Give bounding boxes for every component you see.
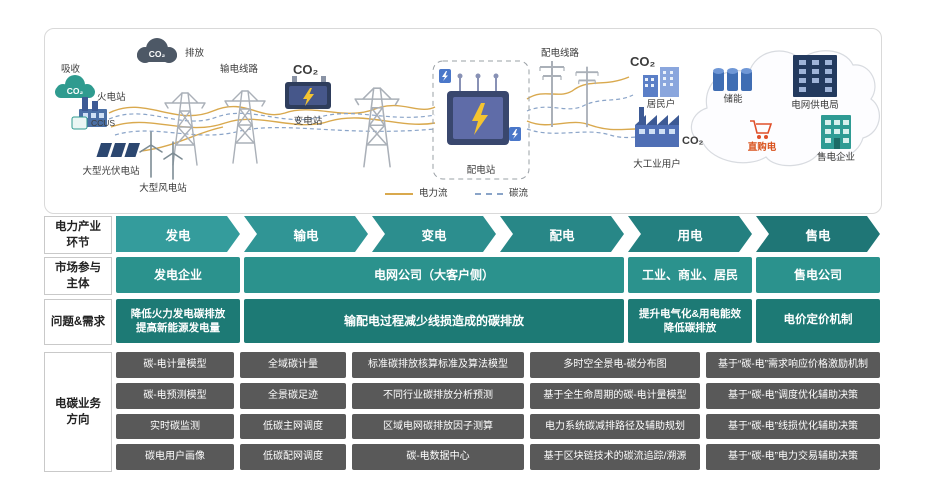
business-cell: 电力系统碳减排路径及辅助规划 xyxy=(530,413,700,440)
business-cell: 碳-电预测模型 xyxy=(116,382,234,409)
business-cell: 区域电网碳排放因子测算 xyxy=(352,413,524,440)
carbon-flow-legend-line xyxy=(475,193,503,195)
carbon-flow-lines xyxy=(108,94,640,139)
industrial-co2-text: CO₂ xyxy=(682,135,704,147)
bureau-label: 电网供电局 xyxy=(791,100,839,111)
business-cell: 低碳配网调度 xyxy=(240,444,346,470)
thermal-plant-icon xyxy=(79,97,107,127)
substation-label: 变电站 xyxy=(293,116,323,127)
business-cell: 全域碳计量 xyxy=(240,352,346,378)
distribution-line-label: 配电线路 xyxy=(541,48,580,59)
distribution-station-box xyxy=(432,60,530,180)
transmission-co2-text: CO₂ xyxy=(293,62,319,77)
transmission-tower-icon xyxy=(224,90,266,164)
business-cell: 基于“碳-电”调度优化辅助决策 xyxy=(706,382,880,409)
business-cell: 碳电用户画像 xyxy=(116,444,234,470)
need-grid: 输配电过程减少线损造成的碳排放 xyxy=(244,299,624,343)
participant-generation-companies: 发电企业 xyxy=(116,257,240,293)
business-cell: 基于全生命周期的碳-电计量模型 xyxy=(530,382,700,409)
participant-industry-commerce-residents: 工业、商业、居民 xyxy=(628,257,752,293)
grid-illustration-art xyxy=(55,38,880,180)
business-direction-grid: 碳-电计量模型 全域碳计量 标准碳排放核算标准及算法模型 多时空全景电-碳分布图… xyxy=(116,352,880,470)
shopping-cart-icon xyxy=(750,120,773,139)
row-label-industry-chain: 电力产业 环节 xyxy=(44,216,112,254)
battery-icon xyxy=(439,69,451,83)
power-flow-legend-line xyxy=(385,193,413,195)
business-cell: 多时空全景电-碳分布图 xyxy=(530,352,700,378)
industrial-label: 大工业用户 xyxy=(633,159,681,170)
business-cell: 基于“碳-电”电力交易辅助决策 xyxy=(706,444,880,470)
emission-co2-text: CO₂ xyxy=(148,48,166,59)
row-label-business: 电碳业务 方向 xyxy=(44,352,112,472)
sales-company-label: 售电企业 xyxy=(816,152,856,163)
absorb-cloud-icon xyxy=(55,75,95,98)
absorb-co2-text: CO₂ xyxy=(66,85,84,96)
participant-sales-companies: 售电公司 xyxy=(756,257,880,293)
absorb-label: 吸收 xyxy=(61,64,81,75)
business-cell: 全景碳足迹 xyxy=(240,382,346,409)
grid-bureau-building-icon xyxy=(793,55,837,97)
transformer-icon xyxy=(447,73,509,145)
row-label-participants: 市场参与 主体 xyxy=(44,257,112,295)
wind-station-label: 大型风电站 xyxy=(139,183,187,194)
emission-cloud-icon xyxy=(137,38,177,63)
market-cloud-outline xyxy=(690,50,880,167)
transmission-tower-icon xyxy=(354,87,400,168)
participant-grid-company: 电网公司（大客户侧） xyxy=(244,257,624,293)
substation-icon xyxy=(285,76,331,109)
ccus-label: CCUS xyxy=(91,118,116,128)
direct-purchase-label: 直购电 xyxy=(747,142,777,153)
row-label-needs: 问题&需求 xyxy=(44,299,112,345)
transmission-line-label: 输电线路 xyxy=(220,64,259,75)
chain-step-transformation: 变电 xyxy=(372,216,496,252)
energy-storage-icon xyxy=(713,68,752,91)
residential-buildings-icon xyxy=(643,67,679,97)
thermal-plant-label: 火电站 xyxy=(97,92,126,103)
chain-step-generation: 发电 xyxy=(116,216,240,252)
industry-chain-row: 发电 输电 变电 配电 用电 售电 xyxy=(116,216,880,252)
battery-icon xyxy=(509,127,521,141)
need-generation: 降低火力发电碳排放 提高新能源发电量 xyxy=(116,299,240,343)
business-cell: 基于“碳-电”需求响应价格激励机制 xyxy=(706,352,880,378)
need-consumption: 提升电气化&用电能效 降低碳排放 xyxy=(628,299,752,343)
business-cell: 碳-电数据中心 xyxy=(352,444,524,470)
distribution-station-label: 配电站 xyxy=(466,165,496,176)
need-pricing: 电价定价机制 xyxy=(756,299,880,343)
chain-step-transmission: 输电 xyxy=(244,216,368,252)
grid-illustration-panel: 吸收 CO₂ CO₂ 排放 火电站 CCUS 大型光伏电站 大型风电站 输电线路… xyxy=(44,28,882,214)
storage-label: 储能 xyxy=(723,94,743,105)
business-cell: 碳-电计量模型 xyxy=(116,352,234,378)
chain-step-consumption: 用电 xyxy=(628,216,752,252)
industrial-factory-icon xyxy=(635,107,679,147)
carbon-flow-legend-label: 碳流 xyxy=(509,188,529,199)
business-cell: 基于“碳-电”线损优化辅助决策 xyxy=(706,413,880,440)
emission-label: 排放 xyxy=(185,48,205,59)
business-cell: 实时碳监测 xyxy=(116,413,234,440)
solar-panels-icon xyxy=(96,143,140,157)
business-cell: 低碳主网调度 xyxy=(240,413,346,440)
wind-turbines-icon xyxy=(139,131,183,180)
pv-station-label: 大型光伏电站 xyxy=(82,166,140,177)
chain-step-sales: 售电 xyxy=(756,216,880,252)
business-cell: 不同行业碳排放分析预测 xyxy=(352,382,524,409)
distribution-pole-icon xyxy=(575,65,599,129)
business-cell: 基于区块链技术的碳流追踪/溯源 xyxy=(530,444,700,470)
distribution-co2-text: CO₂ xyxy=(630,54,656,69)
sales-company-building-icon xyxy=(821,115,851,149)
residential-label: 居民户 xyxy=(646,99,676,110)
business-cell: 标准碳排放核算标准及算法模型 xyxy=(352,352,524,378)
power-flow-legend-label: 电力流 xyxy=(419,188,448,199)
chain-step-distribution: 配电 xyxy=(500,216,624,252)
ccus-icon xyxy=(71,116,88,130)
